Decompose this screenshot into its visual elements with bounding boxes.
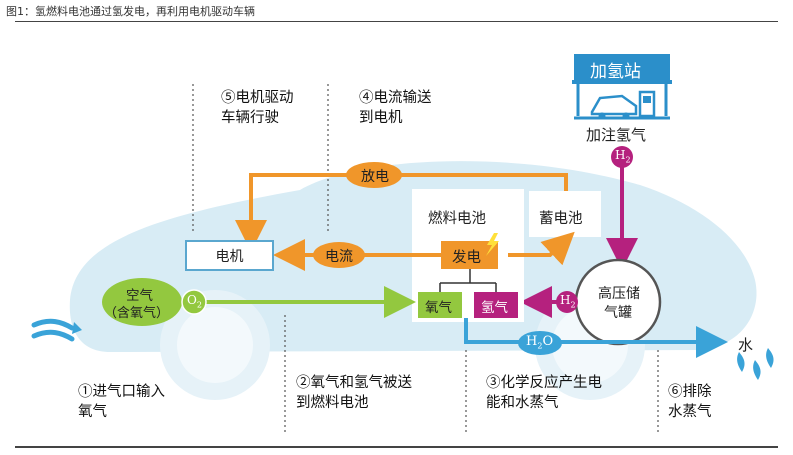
step-3-line1: ③化学反应产生电 bbox=[486, 375, 602, 391]
step-6-line1: ⑥排除 bbox=[668, 384, 712, 400]
spark-icon bbox=[486, 233, 499, 256]
charge-arrow bbox=[508, 231, 575, 266]
h2o-formula: H2O bbox=[526, 334, 554, 351]
oxygen-cell bbox=[418, 292, 462, 318]
current-badge bbox=[313, 242, 365, 268]
tank-label-line2: 气罐 bbox=[604, 305, 632, 321]
water-label: 水 bbox=[738, 336, 754, 354]
water-drop-icon bbox=[737, 352, 745, 372]
oxygen-label: 氧气 bbox=[425, 300, 452, 316]
hydrogen-label: 氢气 bbox=[481, 300, 508, 316]
o2-formula: O2 bbox=[187, 293, 202, 310]
step-2-line1: ②氧气和氢气被送 bbox=[296, 375, 412, 391]
air-label-line1: 空气 bbox=[126, 288, 153, 304]
h2-refuel-badge bbox=[611, 146, 633, 168]
discharge-label: 放电 bbox=[361, 169, 389, 185]
generate-label: 发电 bbox=[452, 250, 481, 266]
h2-refuel-formula: H2 bbox=[615, 148, 631, 165]
step-6-line2: 水蒸气 bbox=[668, 404, 712, 420]
discharge-badge bbox=[346, 162, 402, 188]
figure-caption: 图1：氢燃料电池通过氢发电，再利用电机驱动车辆 bbox=[6, 5, 255, 18]
step-4-line1: ④电流输送 bbox=[359, 90, 432, 106]
generate-box bbox=[441, 241, 498, 269]
discharge-arrow bbox=[235, 173, 568, 252]
hydrogen-cell bbox=[474, 292, 518, 318]
motor-box: 电机 bbox=[185, 240, 274, 271]
station-title: 加氢站 bbox=[590, 62, 641, 82]
station-label: 加注氢气 bbox=[586, 126, 647, 144]
pump-icon bbox=[638, 90, 656, 118]
top-rule bbox=[15, 21, 778, 22]
water-drop-icon bbox=[753, 360, 761, 380]
bottom-rule bbox=[15, 446, 778, 448]
step-dividers bbox=[192, 84, 659, 432]
step-4-line2: 到电机 bbox=[359, 110, 403, 126]
station-sign bbox=[574, 54, 670, 80]
water-exhaust-arrow bbox=[464, 318, 728, 358]
station-canopy bbox=[572, 80, 672, 84]
tank-label-line1: 高压储 bbox=[598, 286, 640, 302]
air-intake-icon bbox=[31, 318, 75, 342]
battery-label: 蓄电池 bbox=[539, 211, 583, 227]
step-1-line2: 氧气 bbox=[78, 404, 107, 420]
station-car-icon bbox=[590, 94, 638, 116]
o2-badge bbox=[181, 289, 207, 315]
fuel-cell-label: 燃料电池 bbox=[428, 211, 486, 227]
current-label: 电流 bbox=[325, 249, 353, 265]
step-2-line2: 到燃料电池 bbox=[296, 395, 369, 411]
step-5-line2: 车辆行驶 bbox=[221, 110, 279, 126]
step-5-line1: ⑤电机驱动 bbox=[221, 90, 294, 106]
h2-feed-formula: H2 bbox=[560, 293, 576, 310]
air-label-line2: （含氧气） bbox=[104, 306, 170, 321]
water-drop-icon bbox=[766, 348, 774, 368]
h2o-badge bbox=[518, 331, 562, 355]
step-3-line2: 能和水蒸气 bbox=[486, 395, 559, 411]
step-1-line1: ①进气口输入 bbox=[78, 384, 165, 400]
air-bubble bbox=[102, 278, 182, 326]
h2-feed-badge bbox=[556, 291, 578, 313]
